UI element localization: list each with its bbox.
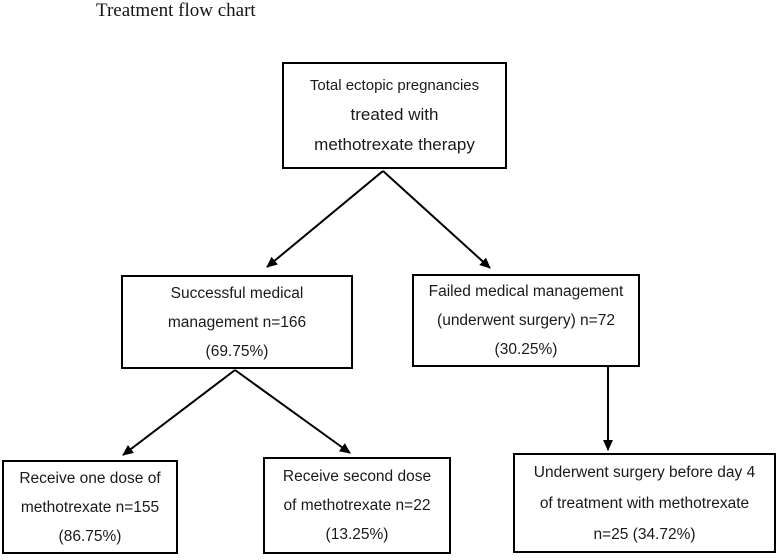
node-line: (underwent surgery) n=72	[437, 312, 615, 329]
node-line: of methotrexate n=22	[283, 497, 431, 514]
node-line: management n=166	[167, 313, 307, 331]
node-successful-medical-management: Successful medical management n=166 (69.…	[121, 275, 353, 369]
node-line: Successful medical	[170, 284, 304, 302]
node-line: Total ectopic pregnancies	[309, 77, 480, 94]
edge-total-to-successful	[266, 170, 384, 268]
edge-total-to-failed	[382, 170, 491, 269]
node-total-ectopic-pregnancies: Total ectopic pregnancies treated with m…	[282, 62, 507, 169]
edge-successful-to-second-dose	[234, 369, 351, 454]
node-line: Failed medical management	[428, 283, 624, 300]
chart-title: Treatment flow chart	[96, 0, 256, 21]
node-line: treated with	[350, 105, 439, 124]
node-line: methotrexate therapy	[314, 135, 475, 154]
node-line: (69.75%)	[205, 342, 269, 360]
node-receive-second-dose: Receive second dose of methotrexate n=22…	[263, 457, 451, 554]
node-line: (30.25%)	[494, 341, 558, 358]
node-line: (86.75%)	[58, 527, 122, 545]
node-line: methotrexate n=155	[20, 498, 160, 516]
node-receive-one-dose: Receive one dose of methotrexate n=155 (…	[2, 460, 178, 554]
node-line: of treatment with methotrexate	[539, 494, 750, 512]
node-underwent-surgery-before-day-4: Underwent surgery before day 4 of treatm…	[513, 453, 776, 553]
node-line: n=25 (34.72%)	[593, 525, 696, 543]
edge-successful-to-one-dose	[122, 369, 236, 456]
node-line: (13.25%)	[325, 526, 389, 543]
node-line: Receive second dose	[282, 468, 432, 485]
node-line: Underwent surgery before day 4	[533, 463, 756, 481]
node-failed-medical-management: Failed medical management (underwent sur…	[412, 274, 640, 367]
node-line: Receive one dose of	[19, 469, 161, 487]
